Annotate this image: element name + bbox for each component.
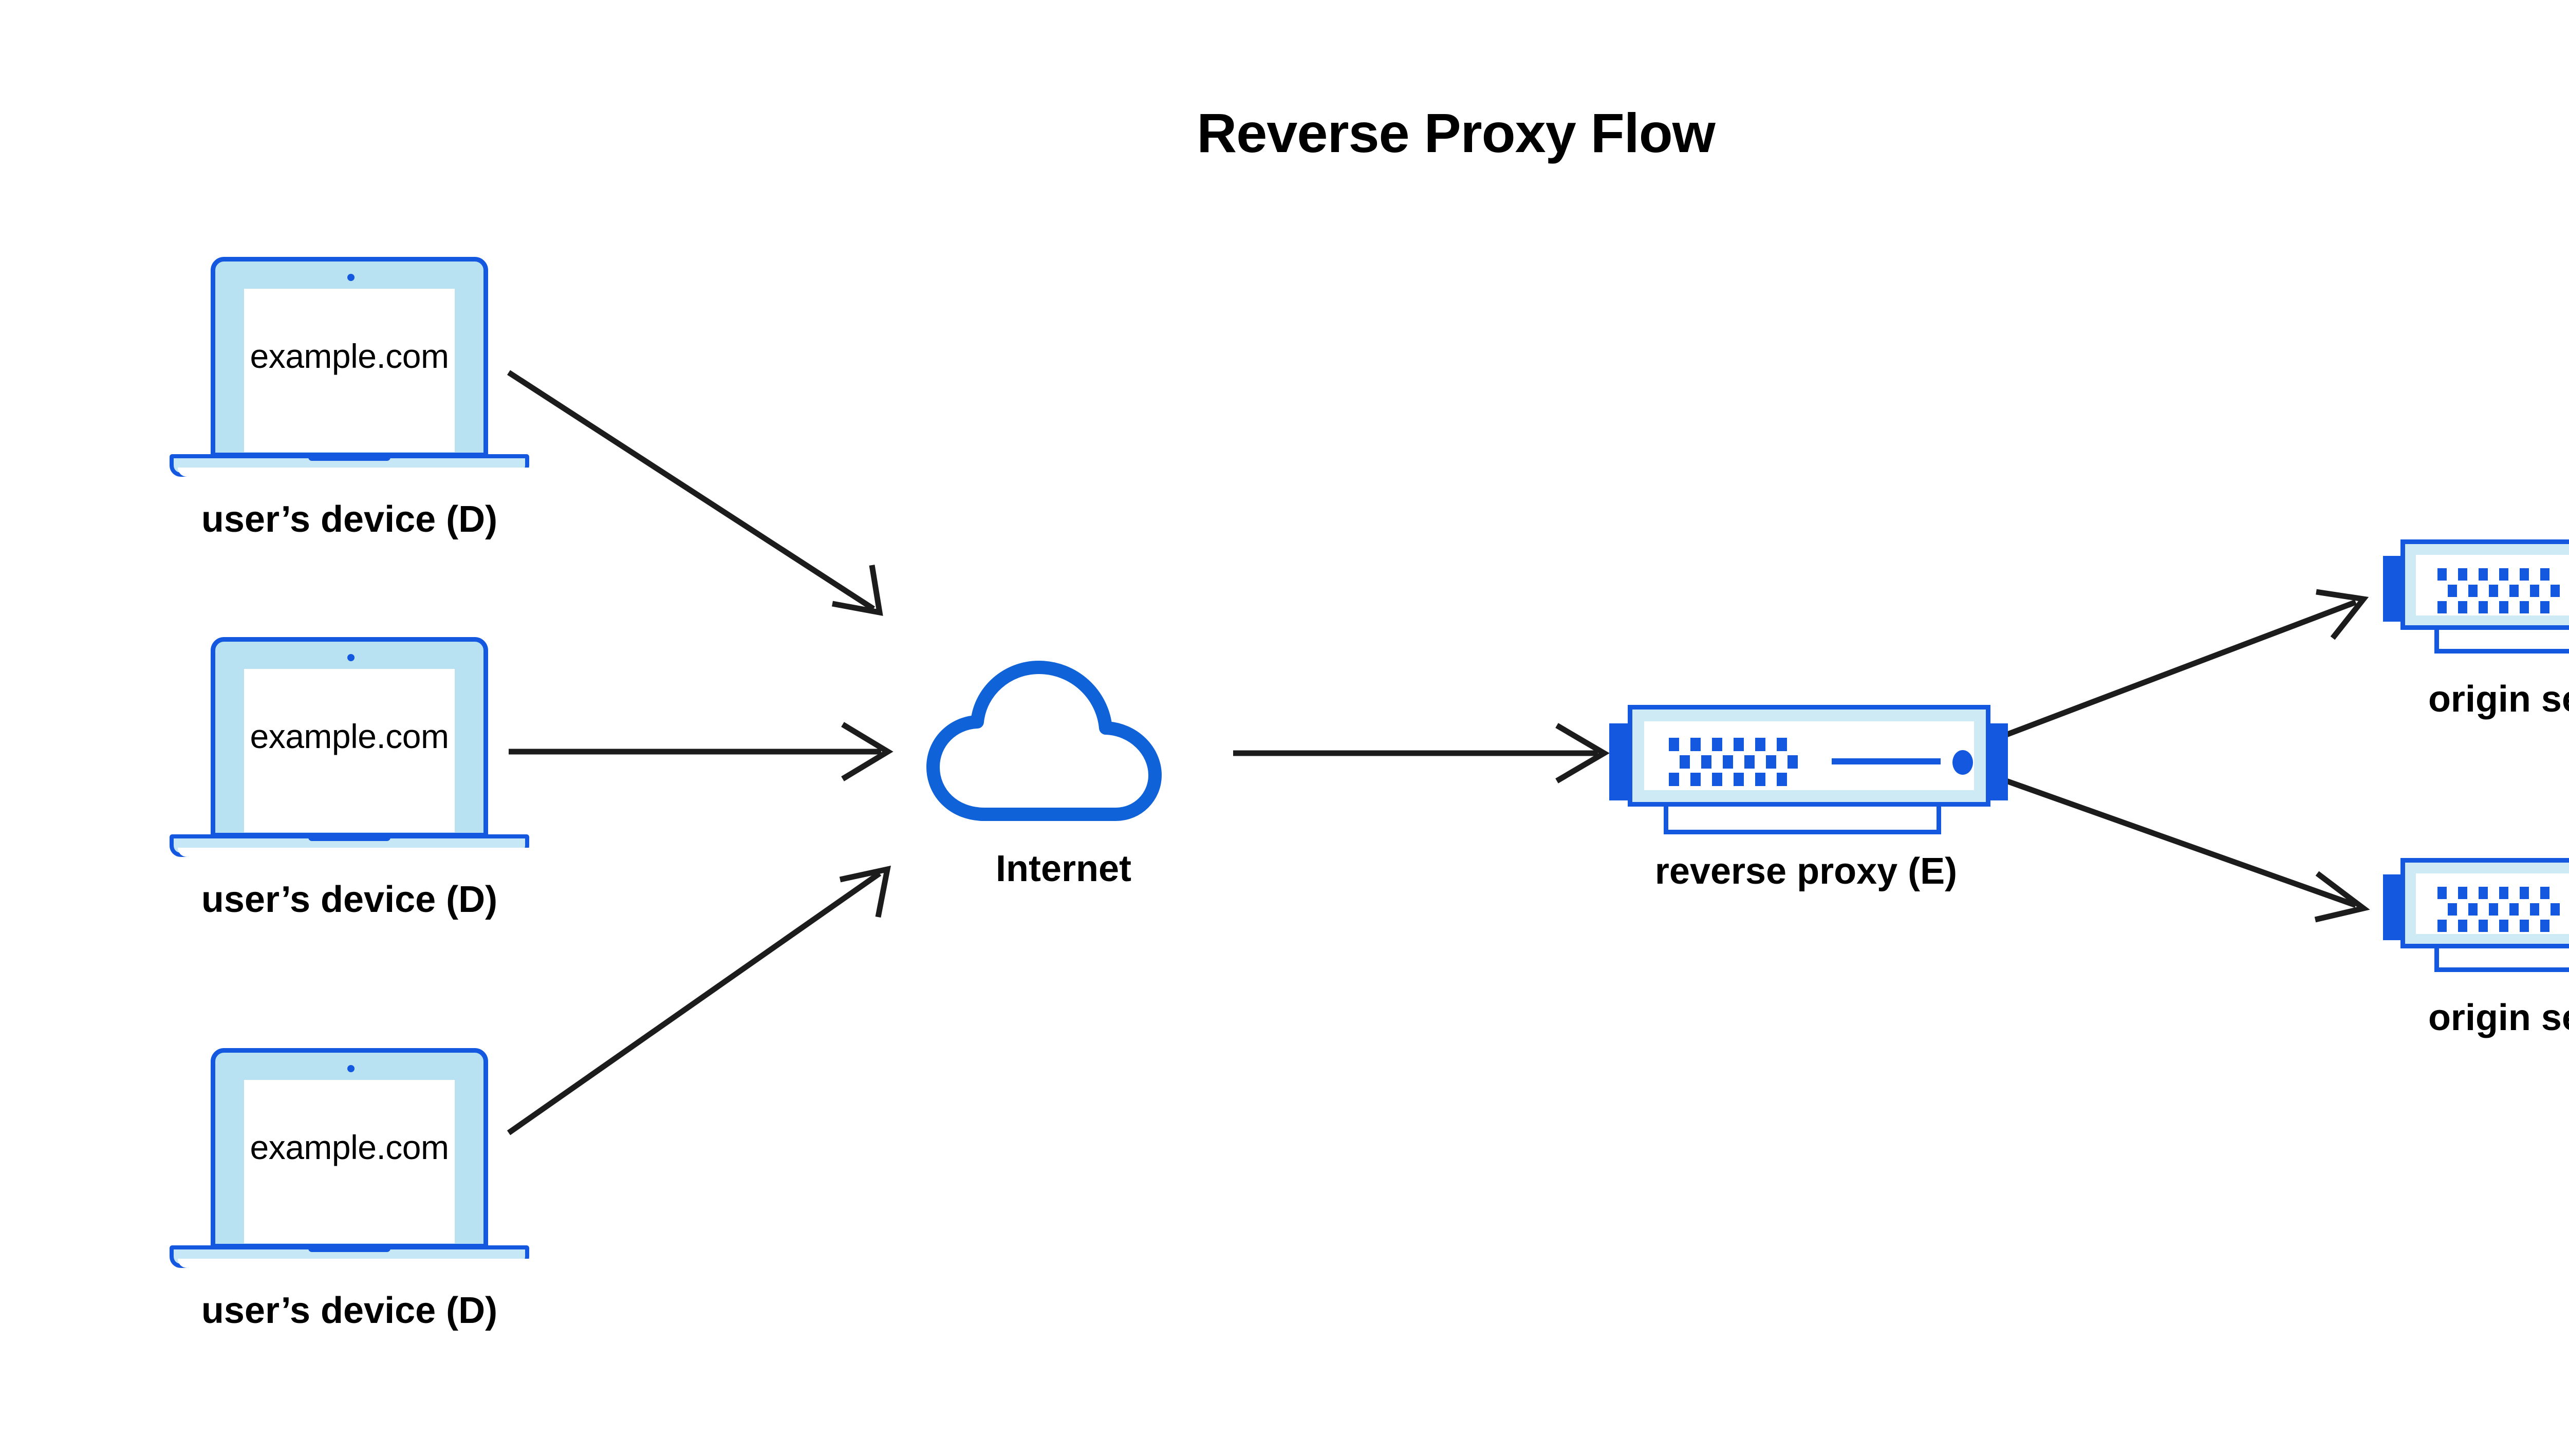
laptop-hinge-notch (308, 454, 390, 461)
arrow-client2-to-internet (509, 722, 893, 781)
laptop-url-text: example.com (250, 1128, 450, 1166)
vent-dot (2468, 903, 2478, 916)
vent-dot (1766, 755, 1776, 769)
laptop-client-3[interactable]: example.com (170, 1048, 529, 1268)
laptop-screen (244, 1080, 455, 1243)
vent-dot (1734, 773, 1744, 786)
vent-dot (1680, 755, 1690, 769)
camera-dot-icon (347, 1065, 355, 1072)
vent-dot (1712, 773, 1722, 786)
vent-dot (2458, 568, 2467, 581)
label-internet: Internet (995, 848, 1132, 889)
vent-dot (2499, 920, 2508, 932)
status-led-icon (1952, 750, 1973, 775)
vent-dot (2520, 887, 2529, 899)
vent-dot (2448, 903, 2457, 916)
vent-dot (2499, 887, 2508, 899)
vent-dot (2437, 887, 2447, 899)
laptop-base-inner (178, 848, 529, 857)
vent-dot (2520, 568, 2529, 581)
arrow-client3-to-internet (507, 865, 891, 1135)
vent-dot (1755, 773, 1765, 786)
laptop-screen (244, 669, 455, 832)
vent-dot (2458, 887, 2467, 899)
vent-dot (2479, 920, 2488, 932)
vent-dot (2448, 585, 2457, 597)
vent-dot (2468, 585, 2478, 597)
laptop-base-inner (178, 1259, 529, 1268)
arrow-client1-to-internet (507, 370, 883, 616)
camera-dot-icon (347, 654, 355, 661)
vent-dot (1788, 755, 1798, 769)
server-origin-1[interactable] (2374, 534, 2569, 663)
vent-dot (2551, 585, 2560, 597)
vent-dot (2540, 601, 2549, 613)
vent-dot (2520, 601, 2529, 613)
vent-dot (2499, 568, 2508, 581)
server-reverse-proxy[interactable] (1598, 699, 2014, 843)
vent-dot (2530, 903, 2539, 916)
vent-dot (2437, 920, 2447, 932)
vent-dot (2530, 585, 2539, 597)
vent-dot (2540, 920, 2549, 932)
label-client-3: user’s device (D) (201, 1290, 498, 1331)
laptop-hinge-notch (308, 834, 390, 841)
vent-dot (1734, 738, 1744, 751)
vent-dot (2437, 568, 2447, 581)
label-reverse-proxy: reverse proxy (E) (1654, 851, 1958, 892)
vent-dot (2520, 920, 2529, 932)
laptop-client-1[interactable]: example.com (170, 257, 529, 477)
laptop-screen (244, 289, 455, 452)
label-client-1: user’s device (D) (201, 499, 498, 540)
arrow-proxy-to-origin2 (2005, 778, 2370, 923)
vent-dot (1723, 755, 1733, 769)
page-title: Reverse Proxy Flow (1197, 102, 1715, 164)
status-bar-line (1832, 758, 1941, 764)
vent-dot (2437, 601, 2447, 613)
internet-cloud[interactable] (920, 645, 1207, 825)
laptop-hinge-notch (308, 1245, 390, 1252)
vent-dot (1755, 738, 1765, 751)
vent-dot (1777, 773, 1787, 786)
vent-dot (2540, 568, 2549, 581)
laptop-url-text: example.com (250, 337, 450, 375)
vent-dot (1777, 738, 1787, 751)
laptop-base (170, 454, 529, 477)
vent-dot (1712, 738, 1722, 751)
vent-dot (2479, 568, 2488, 581)
vent-dot (2489, 585, 2498, 597)
vent-dot (2479, 887, 2488, 899)
vent-dot (1669, 773, 1679, 786)
vent-dot (2551, 903, 2560, 916)
server-origin-2[interactable] (2374, 853, 2569, 981)
laptop-base-inner (178, 468, 529, 477)
arrow-internet-to-proxy (1233, 723, 1610, 783)
vent-dot (2509, 903, 2519, 916)
label-origin-1: origin server (F) (2428, 679, 2569, 720)
vent-dot (2489, 903, 2498, 916)
arrow-proxy-to-origin1 (2005, 589, 2369, 738)
vent-dot (1701, 755, 1711, 769)
cloud-icon (926, 661, 1162, 821)
label-origin-2: origin server (F) (2428, 997, 2569, 1038)
vent-dot (1690, 738, 1701, 751)
camera-dot-icon (347, 274, 355, 281)
vent-dot (1690, 773, 1701, 786)
laptop-url-text: example.com (250, 717, 450, 755)
vent-dot (2458, 920, 2467, 932)
vent-dot (1744, 755, 1755, 769)
vent-dot (1669, 738, 1679, 751)
vent-dot (2509, 585, 2519, 597)
vent-dot (2499, 601, 2508, 613)
laptop-client-2[interactable]: example.com (170, 637, 529, 857)
vent-dot (2540, 887, 2549, 899)
label-client-2: user’s device (D) (201, 879, 498, 920)
vent-dot (2458, 601, 2467, 613)
vent-dot (2479, 601, 2488, 613)
